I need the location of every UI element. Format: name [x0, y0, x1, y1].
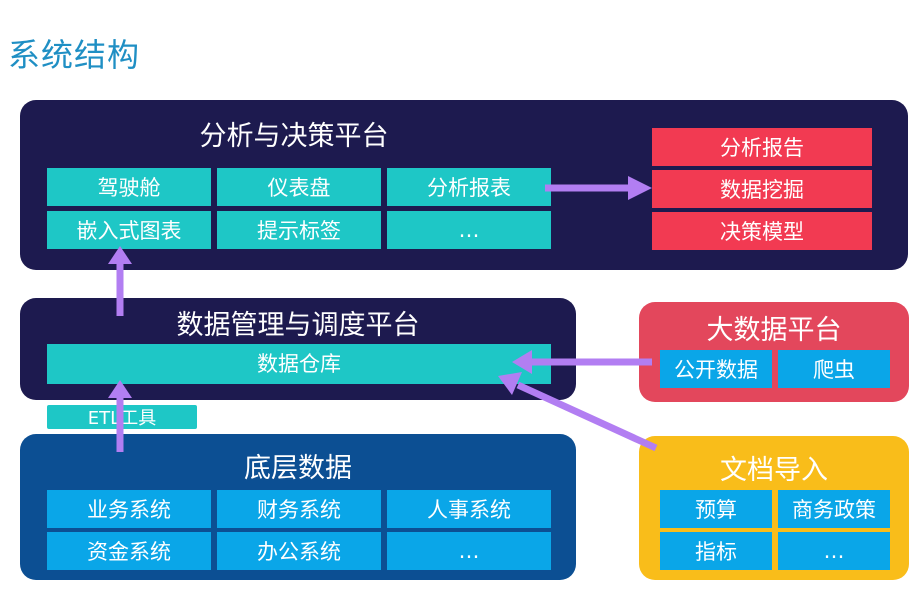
doc-cell-more[interactable]: … [778, 532, 890, 570]
analysis-cell-dashboard[interactable]: 仪表盘 [217, 168, 381, 206]
base-cell-hr-system[interactable]: 人事系统 [387, 490, 551, 528]
output-data-mining[interactable]: 数据挖掘 [652, 170, 872, 208]
page-title: 系统结构 [8, 36, 141, 74]
analysis-cell-report[interactable]: 分析报表 [387, 168, 551, 206]
analysis-cell-cockpit[interactable]: 驾驶舱 [47, 168, 211, 206]
doc-cell-budget[interactable]: 预算 [660, 490, 772, 528]
bigdata-platform-title: 大数据平台 [706, 315, 842, 346]
bigdata-cell-public-data[interactable]: 公开数据 [660, 350, 772, 388]
analysis-cell-more[interactable]: … [387, 211, 551, 249]
base-cell-more[interactable]: … [387, 532, 551, 570]
doc-import-title: 文档导入 [720, 455, 828, 486]
doc-cell-business-policy[interactable]: 商务政策 [778, 490, 890, 528]
base-cell-funds-system[interactable]: 资金系统 [47, 532, 211, 570]
analysis-platform-title: 分析与决策平台 [199, 121, 389, 152]
analysis-cell-embedded-chart[interactable]: 嵌入式图表 [47, 211, 211, 249]
bigdata-cell-crawler[interactable]: 爬虫 [778, 350, 890, 388]
base-data-title: 底层数据 [244, 453, 352, 484]
analysis-cell-tooltip-tag[interactable]: 提示标签 [217, 211, 381, 249]
base-cell-office-system[interactable]: 办公系统 [217, 532, 381, 570]
etl-tool-label: ETL工具 [47, 405, 197, 429]
base-cell-business-system[interactable]: 业务系统 [47, 490, 211, 528]
output-analysis-report[interactable]: 分析报告 [652, 128, 872, 166]
output-decision-model[interactable]: 决策模型 [652, 212, 872, 250]
base-cell-finance-system[interactable]: 财务系统 [217, 490, 381, 528]
doc-cell-indicator[interactable]: 指标 [660, 532, 772, 570]
data-warehouse[interactable]: 数据仓库 [47, 344, 551, 384]
management-platform-title: 数据管理与调度平台 [176, 310, 420, 341]
